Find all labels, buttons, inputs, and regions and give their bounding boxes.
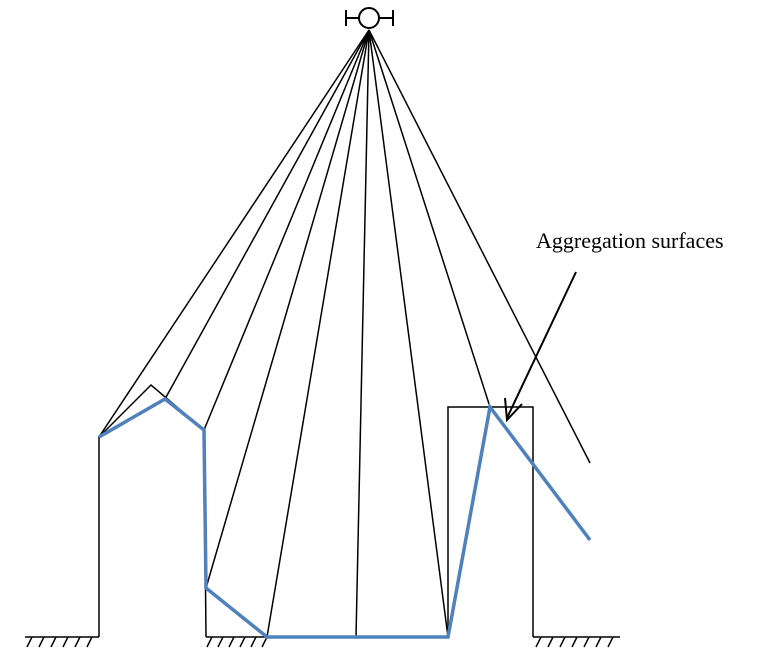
sight-line bbox=[98, 29, 370, 438]
building-left-outline bbox=[98, 383, 207, 638]
sight-line bbox=[368, 29, 491, 408]
sight-line bbox=[368, 29, 449, 638]
building-outlines bbox=[98, 383, 534, 638]
annotation-label: Aggregation surfaces bbox=[536, 228, 724, 253]
sight-line bbox=[368, 29, 591, 464]
sight-line bbox=[205, 29, 370, 589]
annotation-arrow bbox=[504, 271, 577, 423]
sensor-icon bbox=[345, 7, 394, 29]
sight-line bbox=[355, 29, 370, 638]
building-right-outline bbox=[447, 406, 534, 637]
sight-line bbox=[266, 29, 370, 638]
sight-line bbox=[203, 29, 370, 431]
sight-line bbox=[164, 29, 370, 400]
sight-lines bbox=[98, 29, 591, 638]
ground-hatch-right bbox=[533, 636, 620, 648]
ground-hatch-left bbox=[25, 636, 99, 648]
aggregation-surface-polyline bbox=[98, 396, 592, 639]
